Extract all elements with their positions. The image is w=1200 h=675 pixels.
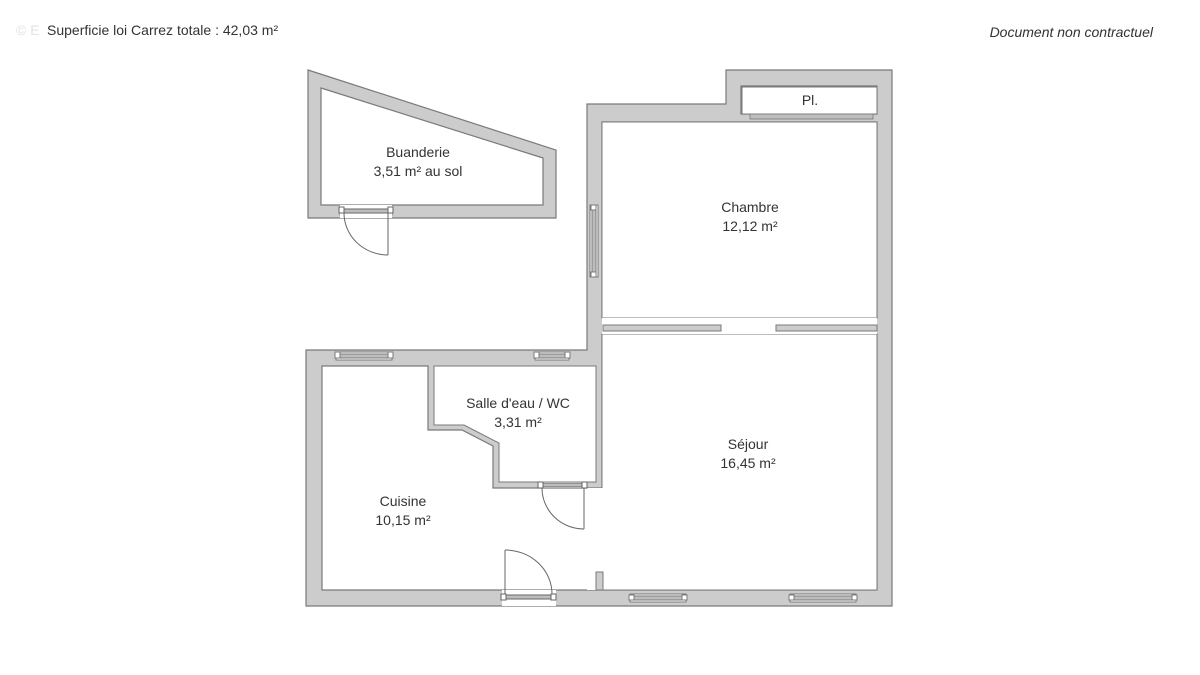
salle-eau-area: 3,31 m² — [494, 414, 542, 430]
closet-sliding-door — [749, 113, 874, 120]
buanderie-name: Buanderie — [386, 144, 450, 160]
chambre-name: Chambre — [721, 199, 779, 215]
wall-stub — [595, 571, 604, 591]
disclaimer: Document non contractuel — [989, 24, 1153, 40]
total-area-value: 42,03 m² — [222, 22, 279, 38]
partition-left — [602, 324, 722, 332]
window-sejour-2 — [788, 593, 858, 603]
door-salle-eau-icon — [537, 481, 588, 530]
door-buanderie-icon — [338, 205, 394, 256]
watermark-text: © E — [16, 22, 40, 38]
total-area-header: Superficie loi Carrez totale : 42,03 m² — [47, 22, 278, 38]
chambre-room — [601, 121, 878, 319]
partition-right — [775, 324, 878, 332]
chambre-area: 12,12 m² — [722, 218, 778, 234]
buanderie-area: 3,51 m² au sol — [374, 163, 463, 179]
window-salle-eau — [533, 351, 571, 361]
closet-area — [741, 86, 878, 115]
sejour-room — [601, 333, 878, 591]
sejour-cuisine-opening — [587, 488, 603, 590]
sejour-name: Séjour — [728, 436, 769, 452]
salle-eau-name: Salle d'eau / WC — [466, 395, 570, 411]
total-area-label: Superficie loi Carrez totale : — [47, 22, 219, 38]
window-sejour-1 — [628, 593, 688, 603]
cuisine-name: Cuisine — [380, 493, 427, 509]
salle-eau-room — [433, 365, 597, 483]
sejour-area: 16,45 m² — [720, 455, 776, 471]
buanderie-walls — [307, 69, 557, 219]
door-entrance-icon — [500, 549, 557, 606]
cuisine-area: 10,15 m² — [375, 512, 431, 528]
window-chambre — [589, 204, 599, 278]
placard-name: Pl. — [802, 92, 818, 108]
window-cuisine — [334, 351, 394, 361]
